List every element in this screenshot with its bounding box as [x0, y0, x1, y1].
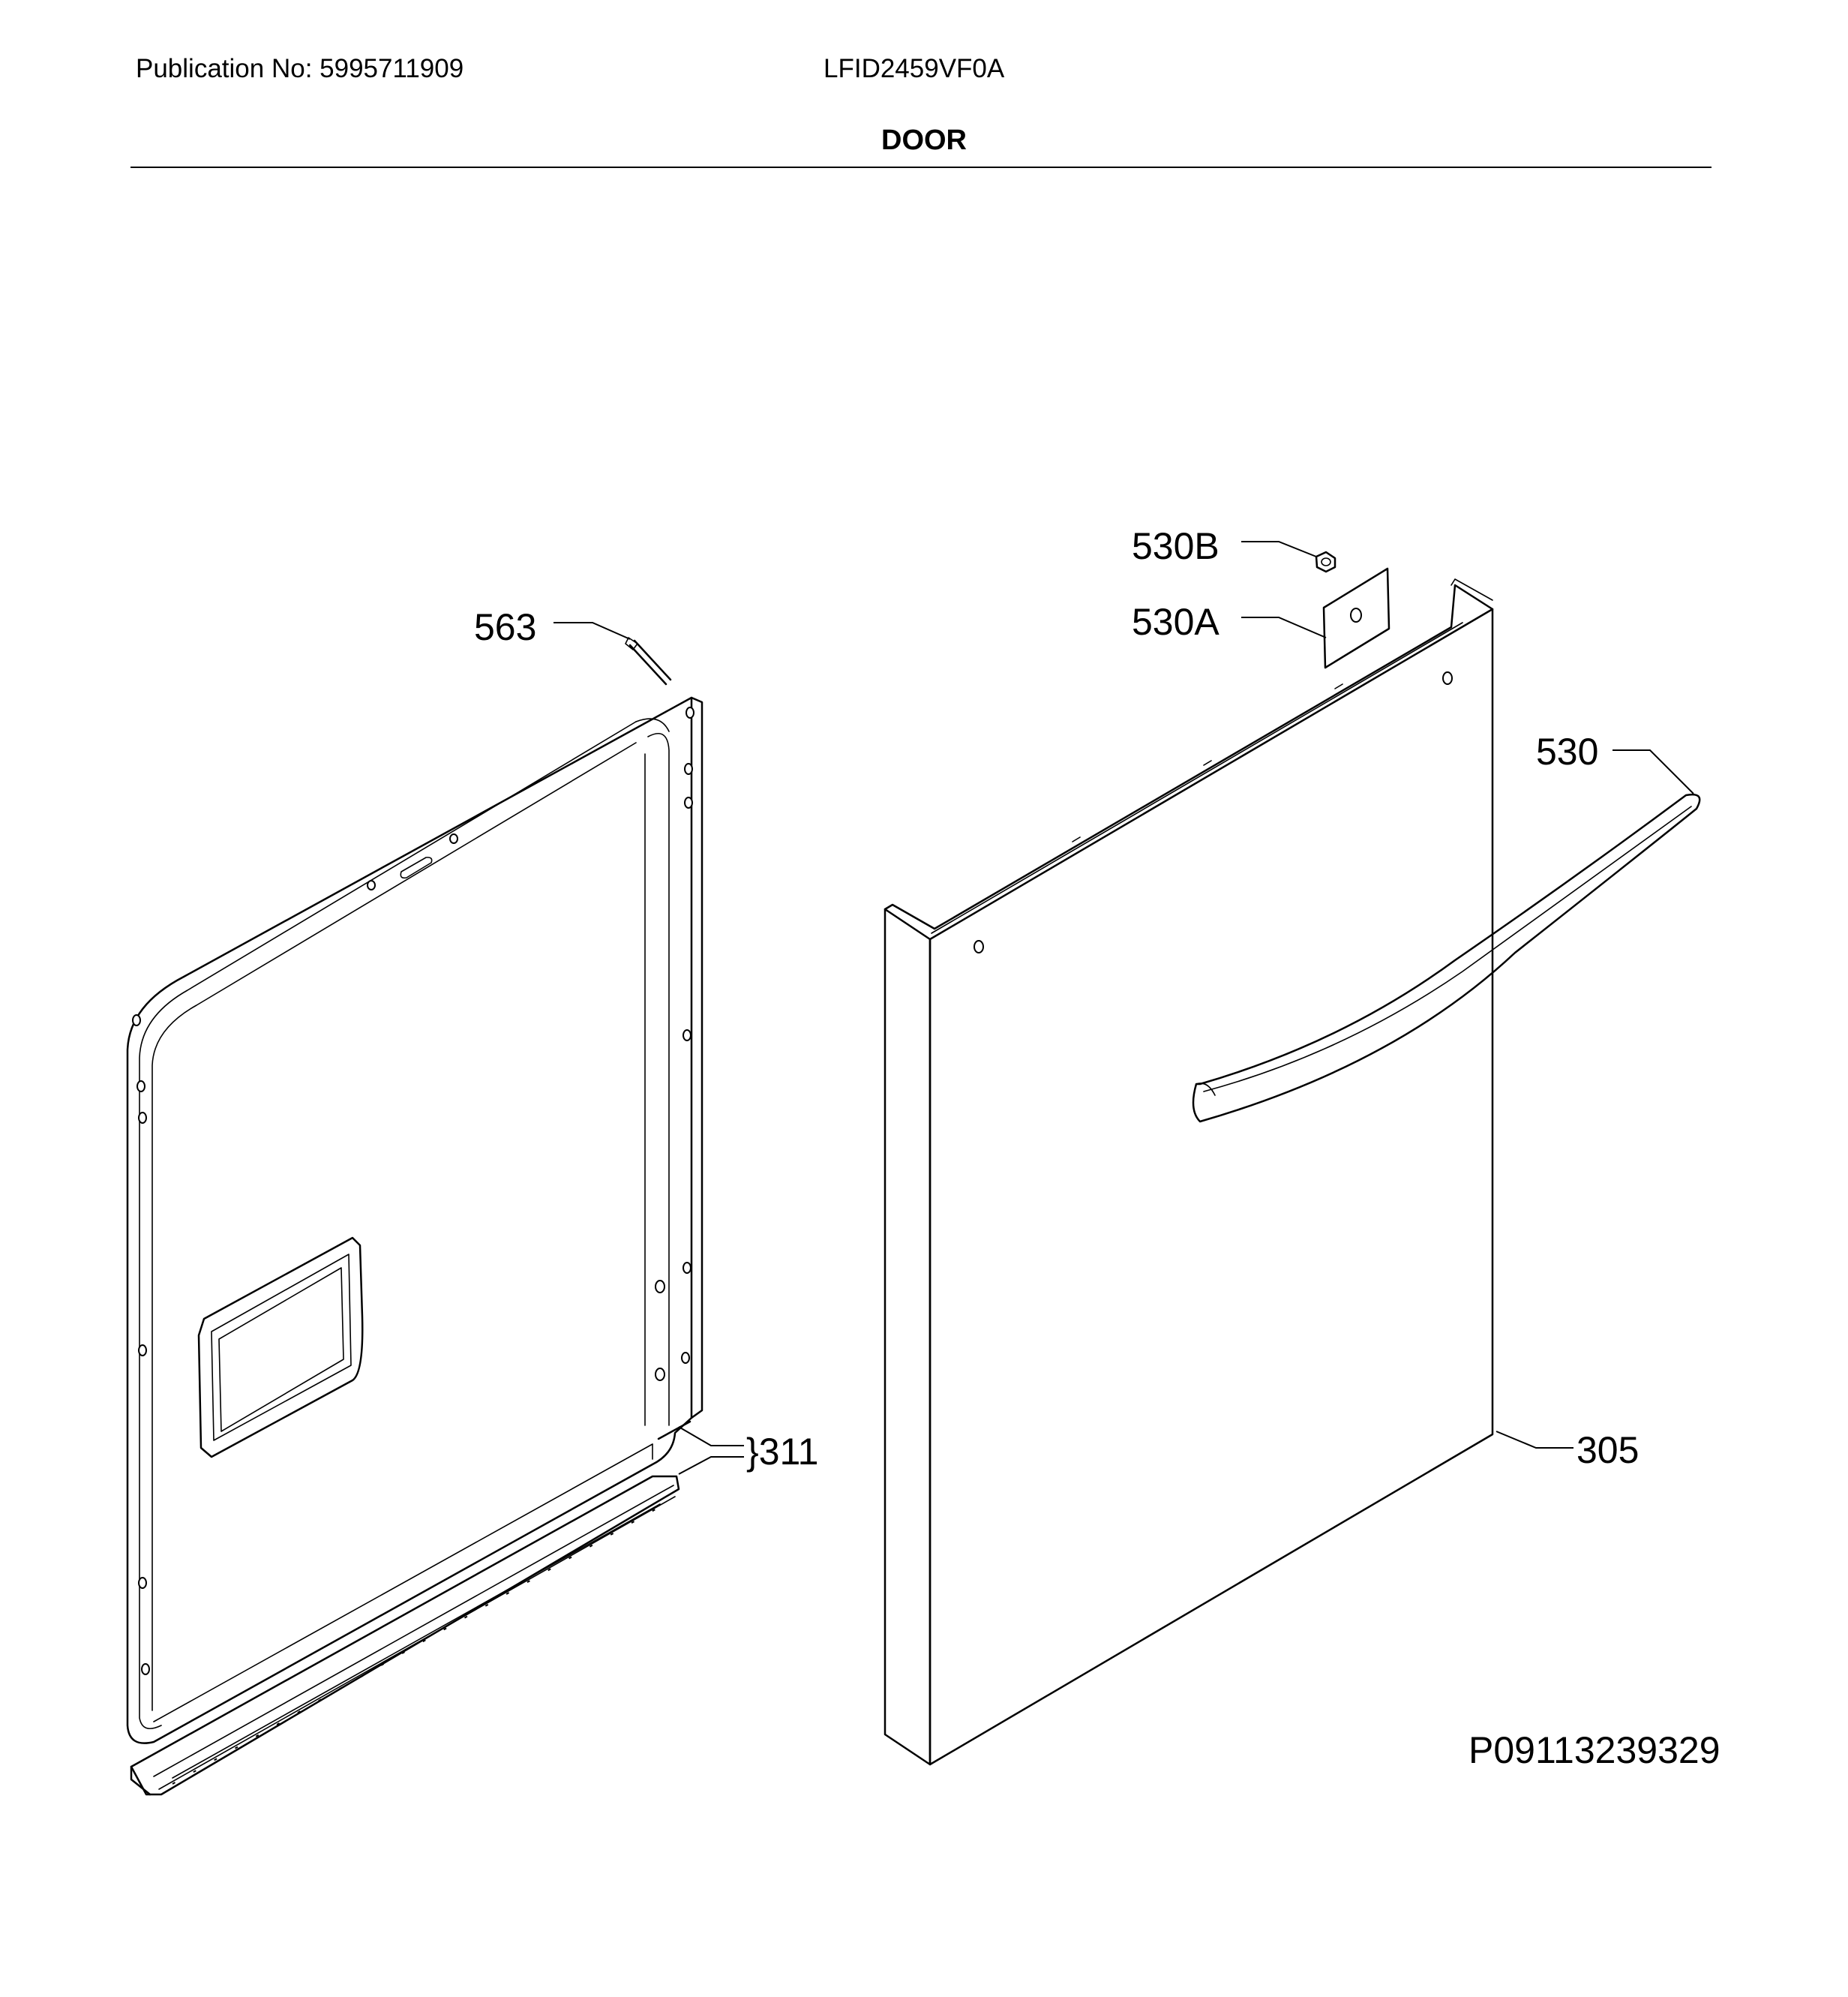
page-title: DOOR — [881, 125, 967, 156]
label-530A: 530A — [1132, 601, 1220, 643]
mounting-holes — [132, 707, 694, 1675]
leader-lines — [554, 541, 1694, 1475]
label-311: }311 — [746, 1431, 818, 1473]
door-seal-strip — [130, 1475, 680, 1796]
inner-door-panel — [126, 696, 704, 1744]
screw — [625, 637, 672, 686]
door-handle — [1192, 793, 1701, 1123]
label-305: 305 — [1576, 1429, 1639, 1471]
label-530B: 530B — [1132, 525, 1220, 567]
outer-door-panel — [884, 578, 1494, 1766]
label-563: 563 — [474, 606, 536, 648]
header-divider — [130, 167, 1712, 168]
publication-number: Publication No: 5995711909 — [136, 54, 464, 83]
model-number: LFID2459VF0A — [824, 54, 1005, 83]
label-530: 530 — [1536, 731, 1598, 773]
figure-code: P09113239329 — [1468, 1729, 1720, 1771]
handle-nut — [1315, 551, 1336, 573]
handle-bracket — [1322, 567, 1390, 669]
